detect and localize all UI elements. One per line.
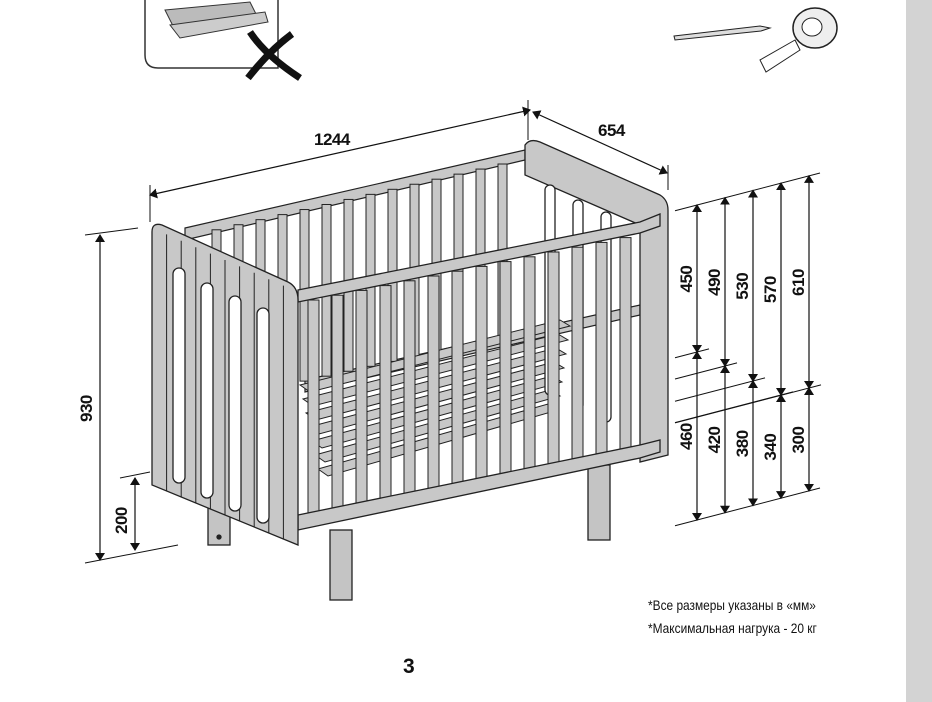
dimension-total-height: 930 200 — [77, 227, 179, 564]
dim-base-label: 380 — [733, 430, 752, 457]
dim-leg-height-label: 200 — [112, 507, 131, 534]
tape-measure-icon — [759, 7, 838, 73]
front-slat — [451, 270, 464, 484]
dim-top-label: 530 — [733, 273, 752, 300]
pencil-icon — [673, 25, 772, 41]
front-slat — [523, 256, 536, 470]
dim-base-label: 420 — [705, 426, 724, 453]
dimension-width: 654 — [532, 110, 669, 190]
front-slat — [547, 251, 560, 465]
page-number: 3 — [403, 655, 415, 678]
note-units: *Все размеры указаны в «мм» — [648, 597, 816, 613]
front-slat — [379, 285, 392, 499]
crossed-out-warning-icon — [144, 0, 302, 81]
dim-base-label: 300 — [789, 427, 808, 454]
dim-top-label: 570 — [761, 276, 780, 303]
dim-width-label: 654 — [598, 121, 626, 140]
dim-total-height-label: 930 — [77, 395, 96, 422]
viewer-scrollbar[interactable] — [906, 0, 932, 702]
front-slat — [427, 275, 440, 489]
dim-base-label: 460 — [677, 423, 696, 450]
dim-top-label: 610 — [789, 269, 808, 296]
front-slat — [403, 280, 416, 494]
dimension-length: 1244 — [149, 100, 531, 222]
front-slat — [499, 261, 512, 475]
front-slat — [331, 294, 344, 509]
front-slat — [595, 241, 608, 455]
dim-base-label: 340 — [761, 434, 780, 461]
dim-top-label: 450 — [677, 266, 696, 293]
crib-left-end-panel — [151, 223, 299, 546]
dim-length-label: 1244 — [314, 130, 351, 149]
front-slat — [307, 299, 320, 514]
dim-top-label: 490 — [705, 269, 724, 296]
front-slat — [619, 237, 632, 450]
note-max-load: *Максимальная нагрука - 20 кг — [648, 620, 817, 636]
front-slat — [571, 246, 584, 460]
front-slat — [475, 265, 488, 480]
crib-dimension-drawing: 1244 654 930 200 450 460 490 420 530 380 570 34… — [77, 0, 838, 601]
front-slat — [355, 289, 368, 504]
dimension-mattress-heights: 450 460 490 420 530 380 570 340 610 300 — [674, 172, 822, 527]
